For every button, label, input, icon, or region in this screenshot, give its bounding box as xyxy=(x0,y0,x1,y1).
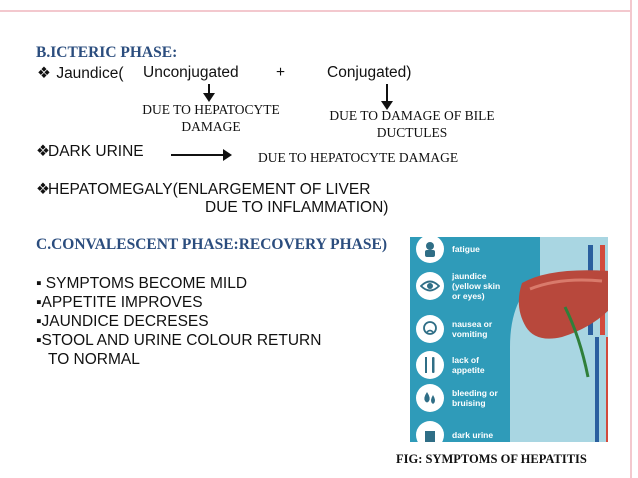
symptom-label: jaundice (yellow skin or eyes) xyxy=(452,271,501,301)
figure-caption: FIG: SYMPTOMS OF HEPATITIS xyxy=(396,452,587,466)
recovery-item: ▪APPETITE IMPROVES xyxy=(36,294,203,312)
recovery-item-text: JAUNDICE DECRESES xyxy=(41,313,209,330)
eye-icon xyxy=(416,272,444,300)
symptom-fatigue: fatigue xyxy=(416,237,480,265)
square-bullet-icon: ▪ xyxy=(36,275,42,292)
plus-sign: + xyxy=(276,64,286,81)
note-hepatocyte-line2: DAMAGE xyxy=(181,119,241,134)
symptom-appetite: lack of appetite xyxy=(416,349,485,381)
hepatomegaly-line1: HEPATOMEGALY(ENLARGEMENT OF LIVER xyxy=(48,181,371,198)
recovery-item: ▪STOOL AND URINE COLOUR RETURN xyxy=(36,332,321,350)
note-bile-line1: DUE TO DAMAGE OF BILE xyxy=(329,108,495,123)
arrow-down-conjugated xyxy=(381,84,393,110)
icteric-phase-heading: B.ICTERIC PHASE: xyxy=(36,44,178,61)
human-torso-illustration xyxy=(510,237,608,442)
symptom-bleeding: bleeding or bruising xyxy=(416,382,498,414)
diamond-bullet-icon: ❖ xyxy=(36,143,50,160)
recovery-item-text: APPETITE IMPROVES xyxy=(41,294,203,311)
convalescent-phase-heading: C.CONVALESCENT PHASE:RECOVERY PHASE) xyxy=(36,236,387,253)
recovery-item-text: STOOL AND URINE COLOUR RETURN xyxy=(41,332,322,349)
symptom-label: nausea or vomiting xyxy=(452,319,493,339)
symptom-jaundice: jaundice (yellow skin or eyes) xyxy=(416,270,500,302)
square-bullet-icon: ▪ xyxy=(36,294,42,311)
symptom-label: dark urine xyxy=(452,430,494,440)
hepatitis-symptoms-figure: fatigue jaundice (yellow skin or eyes) n… xyxy=(410,237,608,442)
diamond-bullet-icon: ❖ xyxy=(37,65,51,82)
jaundice-label: Jaundice( xyxy=(56,65,124,82)
arrow-right-dark-urine xyxy=(171,149,232,161)
nausea-icon xyxy=(416,315,444,343)
symptom-label: bleeding or bruising xyxy=(452,388,498,408)
recovery-item-continuation: TO NORMAL xyxy=(48,351,140,368)
blood-drops-icon xyxy=(416,384,444,412)
recovery-item: ▪JAUNDICE DECRESES xyxy=(36,313,209,331)
note-hepatocyte-line1: DUE TO HEPATOCYTE xyxy=(142,102,280,117)
unconjugated-label: Unconjugated xyxy=(143,64,239,81)
symptom-dark-urine: dark urine xyxy=(416,419,493,442)
hepatomegaly-line2: DUE TO INFLAMMATION) xyxy=(205,199,389,216)
arrow-down-unconjugated xyxy=(203,84,215,102)
slide-frame-top xyxy=(0,10,632,12)
square-bullet-icon: ▪ xyxy=(36,332,42,349)
square-bullet-icon: ▪ xyxy=(36,313,42,330)
note-bile-line2: DUCTULES xyxy=(376,125,448,140)
hepatomegaly-item: ❖HEPATOMEGALY(ENLARGEMENT OF LIVER xyxy=(36,180,370,199)
dark-urine-label: DARK URINE xyxy=(48,143,144,160)
symptom-label: fatigue xyxy=(452,244,480,254)
recovery-item-text: SYMPTOMS BECOME MILD xyxy=(41,275,248,292)
cutlery-icon xyxy=(416,351,444,379)
fatigue-icon xyxy=(416,237,444,263)
conjugated-label: Conjugated) xyxy=(327,64,412,81)
recovery-item: ▪ SYMPTOMS BECOME MILD xyxy=(36,275,247,293)
symptom-nausea: nausea or vomiting xyxy=(416,313,492,345)
diamond-bullet-icon: ❖ xyxy=(36,181,50,198)
jaundice-line: ❖ Jaundice( xyxy=(36,64,124,83)
dark-urine-cause: DUE TO HEPATOCYTE DAMAGE xyxy=(258,150,459,165)
symptom-label: lack of appetite xyxy=(452,355,485,375)
urine-icon xyxy=(416,421,444,442)
dark-urine-item: ❖DARK URINE xyxy=(36,142,144,161)
slide-frame-right xyxy=(630,0,632,478)
